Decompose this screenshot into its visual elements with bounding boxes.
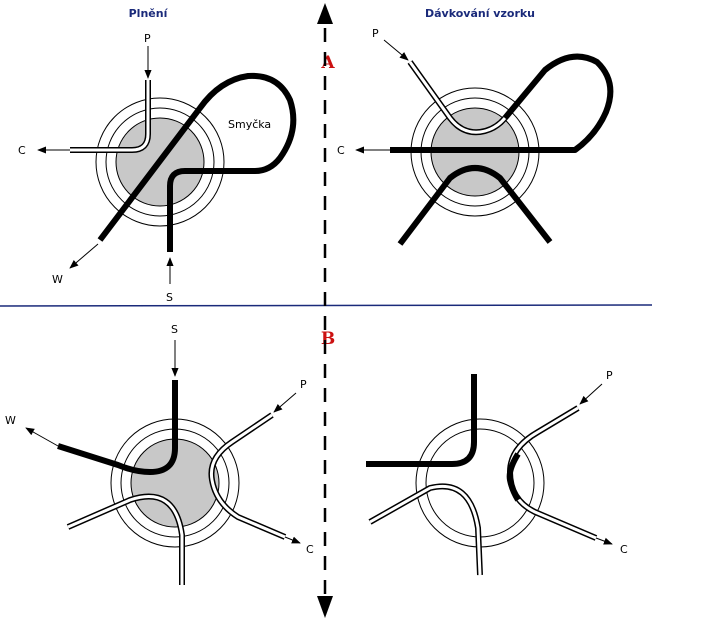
port-label-s: S	[171, 323, 178, 336]
arrow-w-icon	[25, 427, 59, 447]
port-label-p: P	[606, 369, 613, 382]
port-label-c: C	[306, 543, 314, 556]
arrow-up-icon	[317, 3, 333, 24]
port-label-p: P	[300, 378, 307, 391]
port-label-c: C	[18, 144, 26, 157]
vertical-axis	[317, 3, 333, 618]
heading-filling: Plnění	[129, 7, 169, 20]
arrow-down-icon	[317, 596, 333, 618]
port-label-p: P	[144, 32, 151, 45]
heading-injection: Dávkování vzorku	[425, 7, 535, 20]
port-label-c: C	[620, 543, 628, 556]
section-b-label: B	[321, 329, 335, 349]
valve-b-filling: S W P C	[5, 323, 314, 585]
loop-label: Smyčka	[228, 118, 271, 131]
port-label-p: P	[372, 27, 379, 40]
arrow-c-icon	[595, 537, 613, 545]
port-label-c: C	[337, 144, 345, 157]
arrow-p-icon	[579, 383, 603, 405]
port-label-s: S	[166, 291, 173, 304]
arrow-c-icon	[284, 536, 301, 544]
sample-loop	[97, 72, 297, 252]
port-label-w: W	[5, 414, 16, 427]
arrow-w-icon	[69, 243, 99, 269]
valve-b-injection: P C	[366, 369, 628, 576]
port-label-w: W	[52, 273, 63, 286]
sample-loop	[390, 53, 614, 153]
section-a-label: A	[320, 53, 335, 73]
arrow-p-icon	[383, 39, 409, 61]
arrow-p-icon	[273, 392, 297, 413]
valve-a-injection: P C	[337, 27, 614, 246]
valve-a-filling: P C W S Smyčka	[18, 32, 297, 304]
